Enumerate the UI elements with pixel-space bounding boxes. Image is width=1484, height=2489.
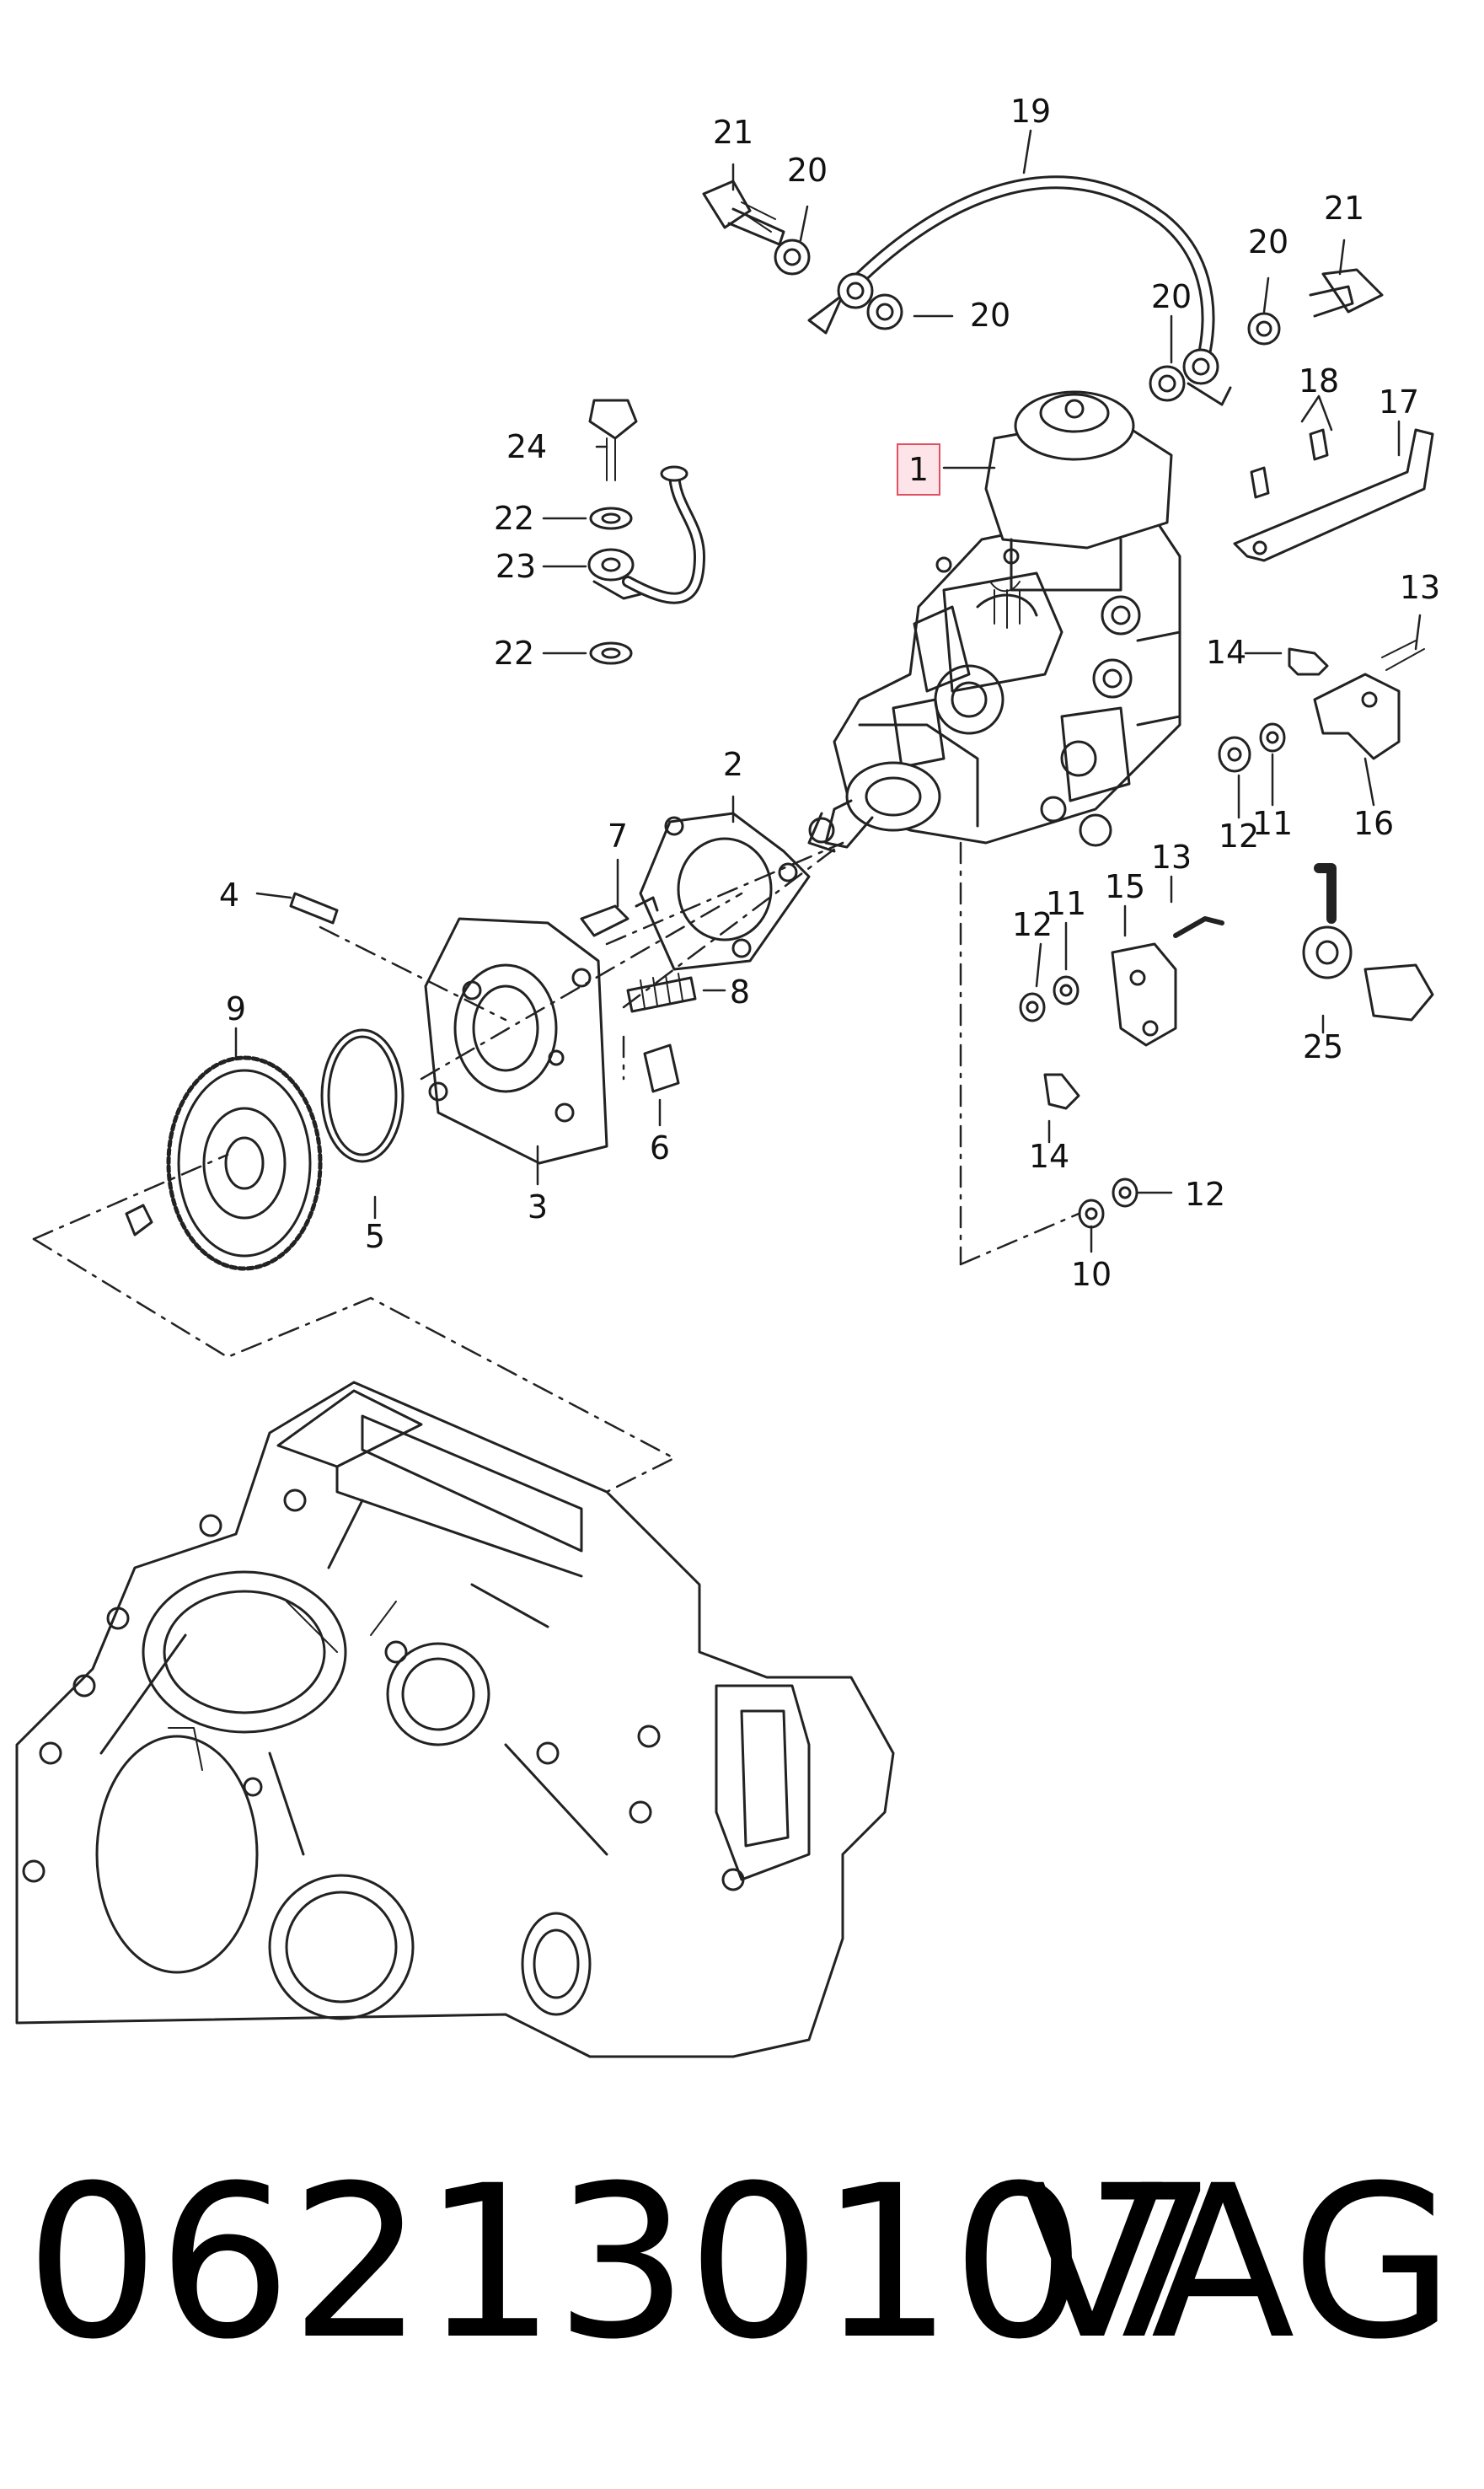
callout-label: 22	[494, 635, 534, 672]
fuel-return-line	[702, 175, 1384, 406]
callout-label: 6	[650, 1129, 670, 1167]
part-number: 062130107	[25, 2140, 1219, 2385]
callout-label: 2	[723, 746, 743, 783]
flange-3	[424, 917, 608, 1165]
callout-label: 7	[608, 818, 628, 855]
callout-label: 25	[1303, 1028, 1343, 1065]
studs-group	[289, 892, 697, 1093]
callout-label: 16	[1353, 805, 1394, 842]
exploded-parts-diagram: 1 2 3 4 5 6 7 8 9 10 11 11 12 12 12 13 1…	[15, 93, 1440, 2058]
alignment-lines	[32, 841, 1080, 1494]
callout-1-highlight	[897, 443, 940, 496]
callout-label: 20	[970, 297, 1010, 334]
fitting-25-group	[1302, 863, 1434, 1022]
callout-labels: 1 2 3 4 5 6 7 8 9 10 11 11 12 12 12 13 1…	[219, 93, 1440, 1293]
callout-label: 11	[1252, 805, 1293, 842]
callout-label: 4	[219, 877, 239, 914]
callout-label: 14	[1029, 1138, 1069, 1175]
callout-label: 9	[226, 990, 246, 1027]
callout-label: 8	[730, 974, 750, 1011]
callout-label: 5	[365, 1218, 385, 1255]
callout-label: 22	[494, 500, 534, 537]
callout-label: 14	[1206, 634, 1246, 671]
callout-label: 13	[1400, 569, 1440, 606]
callout-label: 21	[713, 114, 753, 151]
callout-label: 15	[1105, 868, 1145, 905]
engine-block-casting	[15, 1381, 895, 2058]
callout-label: 12	[1012, 906, 1053, 943]
bracket-16-group	[1218, 640, 1425, 773]
callout-label: 23	[496, 548, 536, 585]
callout-label: 24	[506, 428, 547, 465]
callout-label: 20	[1248, 223, 1288, 260]
callout-label: 12	[1185, 1176, 1225, 1213]
bracket-17-group	[1233, 428, 1434, 562]
callout-label: 10	[1071, 1256, 1112, 1293]
sprocket-9	[125, 1055, 323, 1271]
bracket-15-group	[1019, 916, 1224, 1229]
callout-label: 19	[1010, 93, 1051, 130]
callout-label: 20	[1151, 278, 1192, 315]
banjo-fitting-group	[587, 399, 705, 665]
callout-label: 13	[1151, 839, 1192, 876]
callout-label: 11	[1046, 885, 1086, 922]
callout-label: 1	[908, 451, 929, 488]
gasket-2	[639, 812, 811, 971]
callout-label: 3	[528, 1188, 548, 1226]
callout-label: 20	[787, 152, 828, 189]
leader-lines	[234, 129, 1422, 1253]
o-ring-5	[320, 1028, 404, 1163]
injection-pump	[807, 390, 1181, 853]
callout-label: 12	[1219, 818, 1259, 855]
callout-label: 17	[1379, 384, 1419, 421]
callout-label: 18	[1299, 362, 1339, 400]
brand-name: VAG	[1020, 2140, 1455, 2385]
callout-label: 21	[1324, 190, 1364, 227]
